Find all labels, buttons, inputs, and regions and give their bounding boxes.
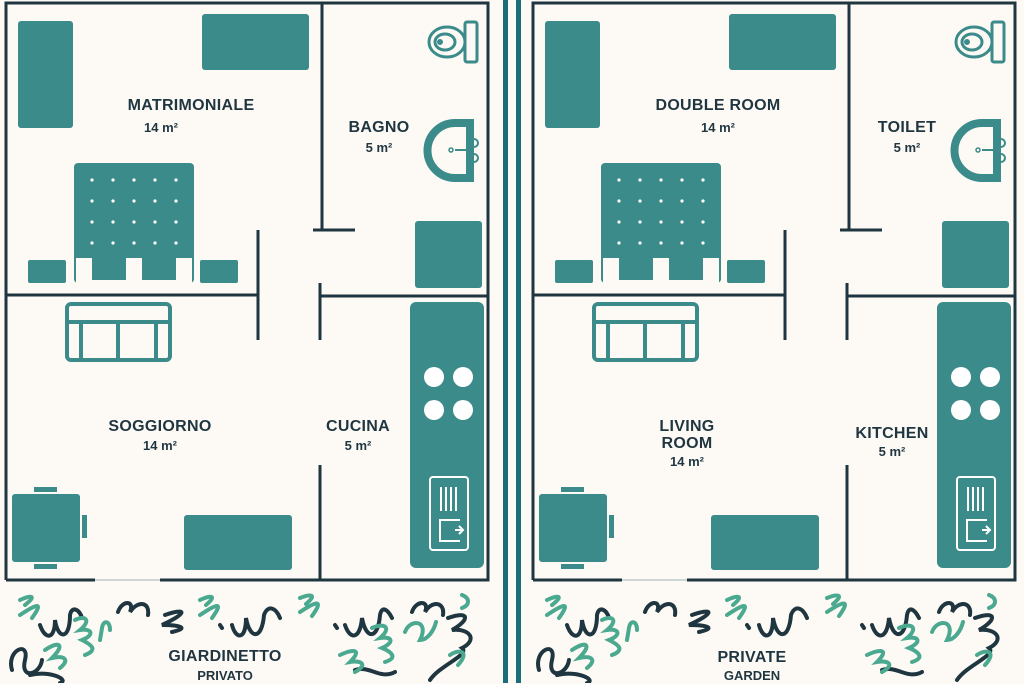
stove-burner xyxy=(980,367,1000,387)
toilet-icon xyxy=(427,20,479,64)
walls xyxy=(4,1,490,582)
stove-burner xyxy=(424,367,444,387)
nightstand xyxy=(555,260,593,283)
stove-burner xyxy=(980,400,1000,420)
kitchen-area: 5 m² xyxy=(878,444,906,459)
walls xyxy=(531,1,1017,582)
bathroom-label: TOILET xyxy=(877,119,937,136)
stove-burner xyxy=(951,400,971,420)
bathroom-area: 5 m² xyxy=(893,140,921,155)
nightstand xyxy=(727,260,765,283)
tv-stand xyxy=(711,515,819,570)
stove-burner xyxy=(424,400,444,420)
double-bed xyxy=(74,163,194,283)
sofa xyxy=(65,302,172,362)
kitchen-counter xyxy=(937,302,1011,568)
sofa xyxy=(592,302,699,362)
dining-table xyxy=(12,487,87,569)
nightstand xyxy=(200,260,238,283)
living-area: 14 m² xyxy=(143,438,177,453)
garden-label-2: GARDEN xyxy=(723,668,781,683)
toilet-icon xyxy=(954,20,1006,64)
garden-squiggles xyxy=(536,593,1000,683)
kitchen-label: KITCHEN xyxy=(855,425,929,442)
panel-divider xyxy=(516,0,521,683)
nightstand xyxy=(28,260,66,283)
kitchen-counter xyxy=(410,302,484,568)
bedroom-label: DOUBLE ROOM xyxy=(655,97,781,114)
wardrobe xyxy=(18,21,73,128)
garden-label: GIARDINETTO xyxy=(168,648,282,665)
kitchen-label: CUCINA xyxy=(325,418,391,435)
tv-stand xyxy=(184,515,292,570)
dresser xyxy=(202,14,309,70)
bedroom-label: MATRIMONIALE xyxy=(127,97,255,114)
bedroom-area: 14 m² xyxy=(701,120,735,135)
stove-burner xyxy=(951,367,971,387)
shower xyxy=(942,221,1009,288)
wardrobe xyxy=(545,21,600,128)
panel-divider xyxy=(503,0,508,683)
sink-icon xyxy=(950,119,1006,182)
floor-plan-english: DOUBLE ROOM 14 m² TOILET 5 m² LIVING ROOM 14 … xyxy=(527,0,1024,683)
living-label: SOGGIORNO xyxy=(108,418,212,435)
stove-burner xyxy=(453,400,473,420)
floor-plan-italian: MATRIMONIALE 14 m² BAGNO 5 m² SOGGIORNO 14 m²… xyxy=(0,0,500,683)
bathroom-label: BAGNO xyxy=(348,119,410,136)
garden-label-2: PRIVATO xyxy=(197,668,253,683)
dresser xyxy=(729,14,836,70)
bedroom-area: 14 m² xyxy=(144,120,178,135)
garden-squiggles xyxy=(9,593,473,683)
dining-table xyxy=(539,487,614,569)
garden-label: PRIVATE xyxy=(717,649,787,666)
double-bed xyxy=(601,163,721,283)
sink-icon xyxy=(423,119,479,182)
living-area: 14 m² xyxy=(670,454,704,469)
stove-burner xyxy=(453,367,473,387)
shower xyxy=(415,221,482,288)
living-label-line1: LIVING ROOM xyxy=(659,418,715,452)
bathroom-area: 5 m² xyxy=(365,140,393,155)
kitchen-area: 5 m² xyxy=(344,438,372,453)
